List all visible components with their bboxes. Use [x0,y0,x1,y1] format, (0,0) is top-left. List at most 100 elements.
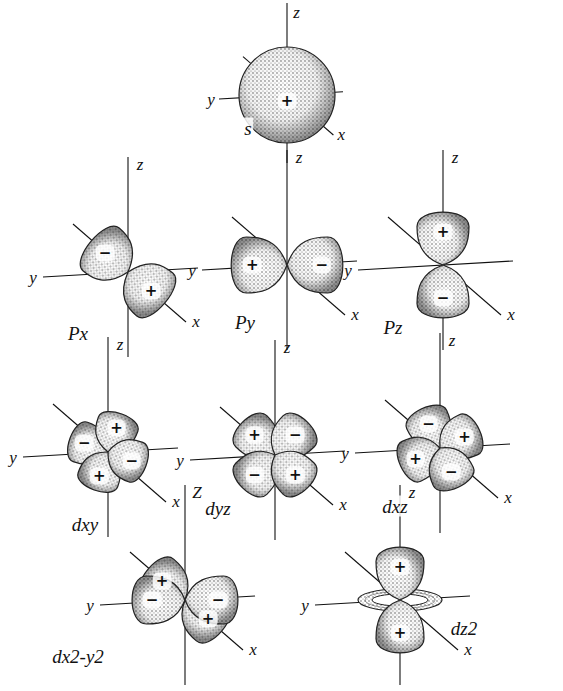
orbital-lobe [417,212,469,265]
axis-label: x [249,641,257,658]
axis-label: z [284,339,291,356]
axis-label: x [507,306,515,323]
phase-sign: + [455,428,474,445]
phase-sign: + [90,467,109,484]
orbital-lobe [259,439,323,503]
orbital-name: Py [233,312,257,333]
axis-label: y [188,262,196,279]
orbital-name: s [242,118,253,139]
orbital-lobe [110,251,183,325]
phase-sign: − [122,452,141,469]
axis-label: y [301,597,309,614]
axis-label: x [192,313,200,330]
orbital-name: dx2-y2 [50,646,106,667]
phase-sign: − [434,290,453,307]
orbital-lobe [376,547,424,600]
axis-label: z [296,149,303,166]
orbital-name: Px [66,323,90,344]
lobe-stipple [376,547,424,600]
lobe-outline [376,547,424,600]
lobe-stipple [259,439,323,503]
phase-sign: + [406,451,425,468]
lobe-ground [376,600,424,653]
axis-label: x [338,126,346,143]
phase-sign: + [391,559,410,576]
phase-sign: − [442,464,461,481]
phase-sign: + [286,467,305,484]
sphere-stipple [239,47,335,143]
axis-label: Z [192,484,201,501]
lobe-ground [417,265,469,318]
axis-label: y [29,269,37,286]
axis-label: y [86,597,94,614]
orbital-name: dyz [203,498,232,519]
phase-sign: + [199,611,218,628]
axis-label: z [449,332,456,349]
axis-line [53,404,166,502]
lobe-ground [110,251,183,325]
lobe-ground [376,547,424,600]
phase-sign: − [75,435,94,452]
lobe-ground [287,237,343,293]
axis-label: z [137,156,144,173]
lobe-outline [110,251,183,325]
lobe-stipple [417,265,469,318]
lobe-stipple [110,251,183,325]
axis-label: y [344,262,352,279]
axis-line [232,217,345,315]
axis-line [130,552,243,650]
phase-sign: − [286,426,305,443]
lobe-stipple [287,237,343,293]
phase-sign: − [143,592,162,609]
phase-sign: + [391,625,410,642]
phase-sign: + [434,224,453,241]
lobe-outline [287,237,343,293]
lobe-outline [376,600,424,653]
phase-sign: − [96,244,115,261]
axis-label: x [172,493,180,510]
axis-label: x [339,496,347,513]
sphere-outline [239,47,335,143]
lobe-outline [420,439,478,497]
lobe-stipple [417,212,469,265]
phase-sign: − [245,467,264,484]
phase-sign: + [278,93,297,110]
orbital-name: dz2 [449,618,479,639]
phase-sign: + [245,426,264,443]
phase-sign: + [142,283,161,300]
orbital-name: Pz [382,317,405,338]
lobe-stipple [376,600,424,653]
orbital-lobe [287,237,343,293]
lobe-outline [417,265,469,318]
phase-sign: + [107,420,126,437]
orbital-name: dxz [380,496,409,517]
orbital-lobe [420,439,478,497]
axis-line [220,407,333,505]
axis-label: z [409,484,416,501]
lobe-stipple [231,237,287,293]
orbital-lobe [231,237,287,293]
phase-sign: − [313,257,332,274]
phase-sign: + [243,257,262,274]
phase-sign: − [419,415,438,432]
axis-label: z [452,149,459,166]
lobe-outline [259,439,323,503]
lobe-ground [259,439,323,503]
lobe-outline [417,212,469,265]
lobe-outline [231,237,287,293]
phase-sign: + [153,572,172,589]
axis-label: x [351,306,359,323]
axis-label: y [9,449,17,466]
lobe-ground [417,212,469,265]
axis-label: y [341,445,349,462]
axis-label: y [176,452,184,469]
lobe-stipple [420,439,478,497]
orbital-name: dxy [70,514,100,535]
axis-label: z [117,336,124,353]
lobe-ground [420,439,478,497]
axis-label: y [207,91,215,108]
axis-label: x [464,641,472,658]
axis-label: z [293,3,300,20]
orbital-lobe [417,265,469,318]
